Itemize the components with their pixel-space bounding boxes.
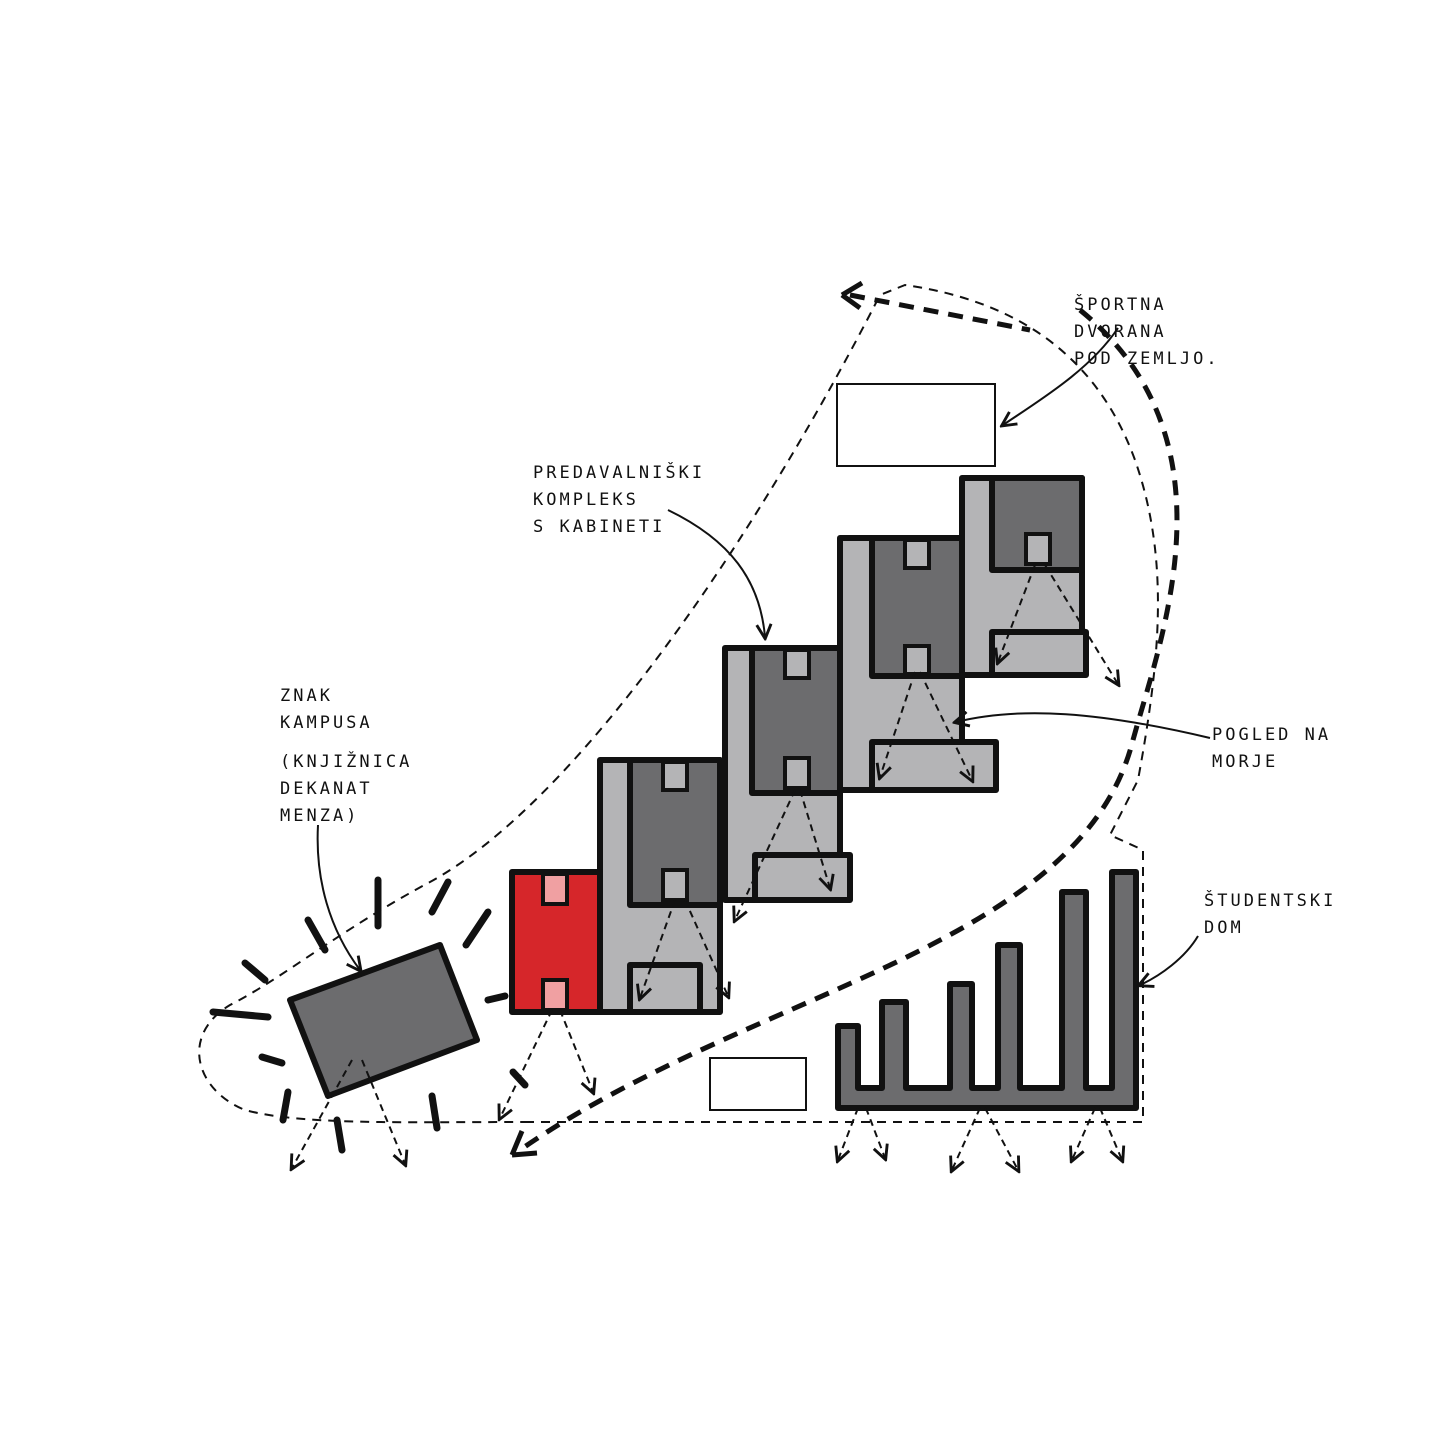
small-white-box <box>709 1057 807 1111</box>
main-path-arrow-bottom <box>509 1130 538 1158</box>
label-sea-view: POGLED NA MORJE <box>1212 725 1332 772</box>
main-path-upper <box>849 292 1031 333</box>
main-path <box>518 308 1180 1153</box>
leader-arrows <box>316 327 1211 985</box>
label-student-dorm: ŠTUDENTSKI DOM <box>1204 891 1337 938</box>
student-dorm <box>835 869 1139 1111</box>
sports-hall-box <box>836 383 996 467</box>
campus-sign-block <box>209 876 529 1154</box>
lecture-complex <box>509 475 1089 1015</box>
label-sports-hall: ŠPORTNA DVORANA POD ZEMLJO. <box>1074 295 1220 369</box>
entrance-notches <box>541 532 1052 1012</box>
label-lecture-complex: PREDAVALNIŠKI KOMPLEKS S KABINETI <box>533 463 706 537</box>
main-path-arrow-top <box>840 280 864 311</box>
site-boundary <box>198 283 1159 1124</box>
label-campus-sign: ZNAK KAMPUSA (KNJIŽNICA DEKANAT MENZA) <box>280 686 413 826</box>
view-arrows <box>292 564 1122 1170</box>
